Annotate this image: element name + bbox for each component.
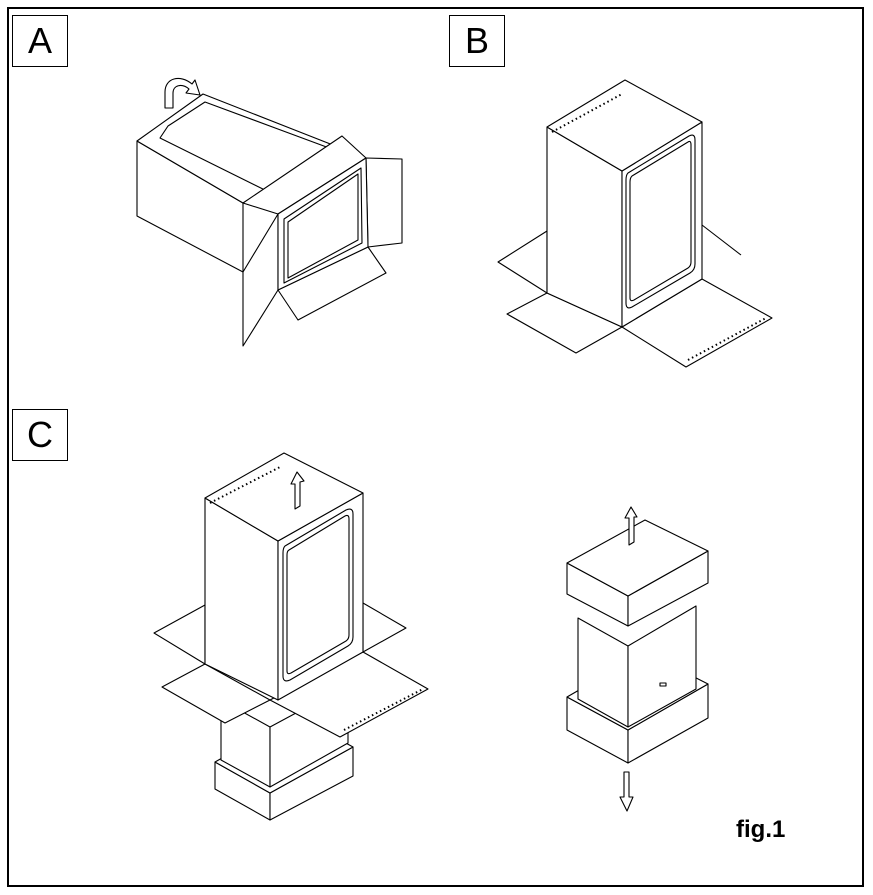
cabinet-a-outline xyxy=(284,168,362,283)
box-c-top-face xyxy=(205,453,363,541)
figure-caption: fig.1 xyxy=(736,816,786,843)
cabinet-b-door xyxy=(626,135,695,308)
flap-c-tape xyxy=(344,689,423,730)
cabinet-c-window xyxy=(287,515,349,673)
box-a-left-flap xyxy=(243,214,278,346)
panel-label-a: A xyxy=(12,15,68,67)
panel-b-upright-box xyxy=(498,80,772,367)
flap-c-back-right xyxy=(363,603,406,652)
cabinet-a-door xyxy=(288,174,358,278)
lift-up-arrow-icon xyxy=(291,472,304,509)
cabinet-d-right-face xyxy=(628,606,696,727)
flap-b-tape xyxy=(688,318,766,360)
rotate-arrow-icon xyxy=(165,78,200,108)
panel-label-b: B xyxy=(449,15,505,67)
box-a-right-flap xyxy=(366,158,402,247)
box-b-top-face xyxy=(547,80,702,171)
cabinet-d-handle xyxy=(660,683,666,686)
panel-a-open-box xyxy=(137,78,402,346)
flap-b-back-right-edge xyxy=(702,225,741,255)
flap-c-front-left xyxy=(162,664,270,723)
flap-b-back-left xyxy=(498,231,547,293)
cabinet-c-door xyxy=(283,509,353,681)
panel-c-lift-box xyxy=(154,453,428,820)
base-down-arrow-icon xyxy=(620,772,633,811)
panel-c-cap-and-base xyxy=(567,507,708,811)
box-a-end-face xyxy=(278,158,368,290)
panel-label-c: C xyxy=(12,409,68,461)
figure-frame xyxy=(7,7,864,887)
cabinet-b-window xyxy=(630,141,691,300)
flap-c-back-left xyxy=(154,605,205,664)
cap-d-top-face xyxy=(567,520,708,596)
cap-up-arrow-icon xyxy=(625,507,637,545)
